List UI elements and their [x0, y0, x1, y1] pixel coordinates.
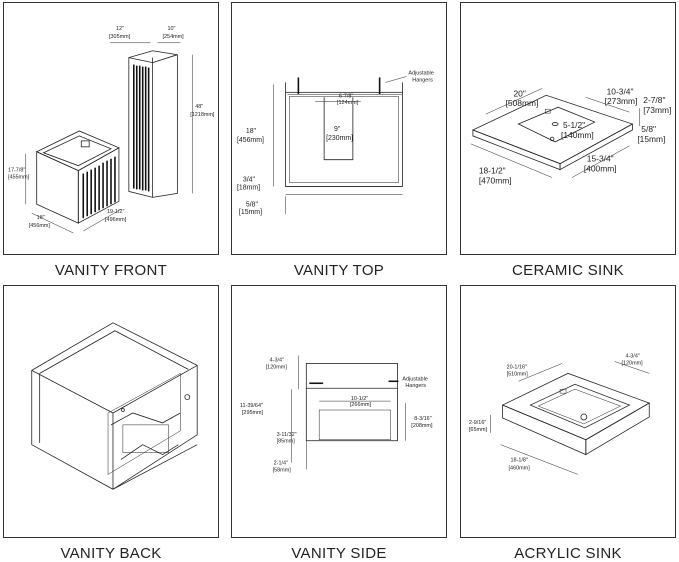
cer-width-in: 20" — [514, 88, 526, 98]
cab-height-in: 48" — [195, 104, 203, 110]
van-height-in: 17-7/8" — [8, 168, 25, 174]
van-width-in: 18" — [37, 215, 45, 221]
caption-ceramic-sink: CERAMIC SINK — [512, 262, 624, 279]
acrylic-sink-drawing: 20-1/16" [510mm] 4-3/4" [120mm] 2-9/16" … — [469, 354, 651, 475]
acr-width-in: 20-1/16" — [507, 364, 527, 370]
cab-width-mm: [305mm] — [109, 34, 131, 40]
top-foot-in: 5/8" — [246, 201, 259, 208]
van-height-mm: [455mm] — [8, 175, 30, 181]
cer-bowlw-mm: [273mm] — [605, 96, 638, 106]
cer-width-mm: [508mm] — [506, 98, 539, 108]
cer-bowld-in: 5-1/2" — [563, 120, 585, 130]
acr-height-in: 2-9/16" — [469, 420, 486, 426]
cab-depth-mm: [254mm] — [163, 34, 185, 40]
vanity-top-panel: 6-7/8" [124mm] 9" [230mm] 18" [456mm] 3/… — [231, 2, 447, 255]
side-foot-mm: [58mm] — [273, 467, 292, 473]
acr-width-mm: [510mm] — [507, 371, 529, 377]
acrylic-sink-panel: 20-1/16" [510mm] 4-3/4" [120mm] 2-9/16" … — [460, 285, 676, 538]
vanity-front-drawing: 12" [305mm] 10" [254mm] 48" [1218mm] 17-… — [8, 26, 215, 234]
top-notch-in: 9" — [334, 126, 341, 133]
vanity-side-panel: 4-3/4" [120mm] 11-39/64" [295mm] 10-1/2"… — [231, 285, 447, 538]
side-hangers-label-1: Adjustable — [402, 376, 427, 382]
cer-rim-in: 5/8" — [641, 124, 656, 134]
cer-height-in: 2-7/8" — [643, 95, 665, 105]
cer-bowll-in: 15-3/4" — [587, 154, 614, 164]
cer-depth-in: 18-1/2" — [479, 166, 506, 176]
acr-bowl-in: 4-3/4" — [625, 354, 639, 360]
caption-vanity-front: VANITY FRONT — [54, 262, 168, 279]
vanity-back-drawing — [31, 322, 198, 490]
top-height-in: 18" — [246, 128, 257, 135]
vanity-front-panel: 12" [305mm] 10" [254mm] 48" [1218mm] 17-… — [3, 2, 219, 255]
cer-height-mm: [73mm] — [643, 105, 671, 115]
vanity-fluting — [82, 156, 116, 219]
top-inner-in: 6-7/8" — [339, 93, 353, 99]
top-inner-mm: [124mm] — [337, 100, 359, 106]
vanity-side-drawing: 4-3/4" [120mm] 11-39/64" [295mm] 10-1/2"… — [240, 355, 433, 473]
top-hangers-label-2: Hangers — [412, 77, 433, 83]
caption-vanity-back: VANITY BACK — [60, 545, 162, 562]
cab-width-in: 12" — [116, 26, 124, 32]
top-foot-mm: [15mm] — [239, 209, 262, 216]
ceramic-sink-panel: 20" [508mm] 10-3/4" [273mm] 2-7/8" [73mm… — [460, 2, 676, 255]
top-base-mm: [18mm] — [237, 184, 260, 191]
side-drawer-in: 8-3/16" — [414, 416, 431, 422]
acr-depth-in: 18-1/8" — [511, 458, 528, 464]
van-depth-in: 19-1/2" — [107, 209, 124, 215]
vanity-back-panel — [3, 285, 219, 538]
cer-bowll-mm: [400mm] — [584, 164, 617, 174]
acr-height-mm: [65mm] — [469, 427, 488, 433]
top-notch-mm: [230mm] — [326, 135, 353, 142]
cab-height-mm: [1218mm] — [190, 112, 215, 118]
side-inner-mm: [266mm] — [350, 402, 372, 408]
top-height-mm: [456mm] — [237, 137, 264, 144]
acr-bowl-mm: [120mm] — [622, 360, 644, 366]
caption-vanity-top: VANITY TOP — [293, 262, 385, 279]
side-low-in: 3-11/32" — [277, 432, 297, 438]
side-top-in: 4-3/4" — [270, 357, 284, 363]
cer-depth-mm: [470mm] — [479, 175, 512, 185]
side-inner-in: 10-1/2" — [351, 396, 368, 402]
top-hangers-label-1: Adjustable — [408, 71, 433, 77]
cer-bowld-mm: [140mm] — [561, 130, 594, 140]
cabinet-fluting — [132, 64, 150, 192]
side-low-mm: [85mm] — [277, 439, 296, 445]
top-base-in: 3/4" — [243, 177, 256, 184]
cab-depth-in: 10" — [167, 26, 175, 32]
van-width-mm: [456mm] — [29, 223, 51, 229]
side-height-in: 11-39/64" — [240, 403, 263, 409]
ceramic-sink-drawing: 20" [508mm] 10-3/4" [273mm] 2-7/8" [73mm… — [470, 86, 671, 185]
side-drawer-mm: [208mm] — [411, 423, 433, 429]
side-hangers-label-2: Hangers — [405, 383, 426, 389]
van-depth-mm: [496mm] — [105, 217, 127, 223]
side-height-mm: [295mm] — [242, 410, 264, 416]
cer-bowlw-in: 10-3/4" — [607, 86, 634, 96]
caption-vanity-side: VANITY SIDE — [291, 545, 387, 562]
caption-acrylic-sink: ACRYLIC SINK — [514, 545, 622, 562]
cer-rim-mm: [15mm] — [637, 134, 665, 144]
side-top-mm: [120mm] — [266, 364, 288, 370]
vanity-top-drawing: 6-7/8" [124mm] 9" [230mm] 18" [456mm] 3/… — [237, 71, 434, 217]
acr-depth-mm: [460mm] — [509, 465, 531, 471]
side-foot-in: 2-1/4" — [274, 461, 288, 467]
